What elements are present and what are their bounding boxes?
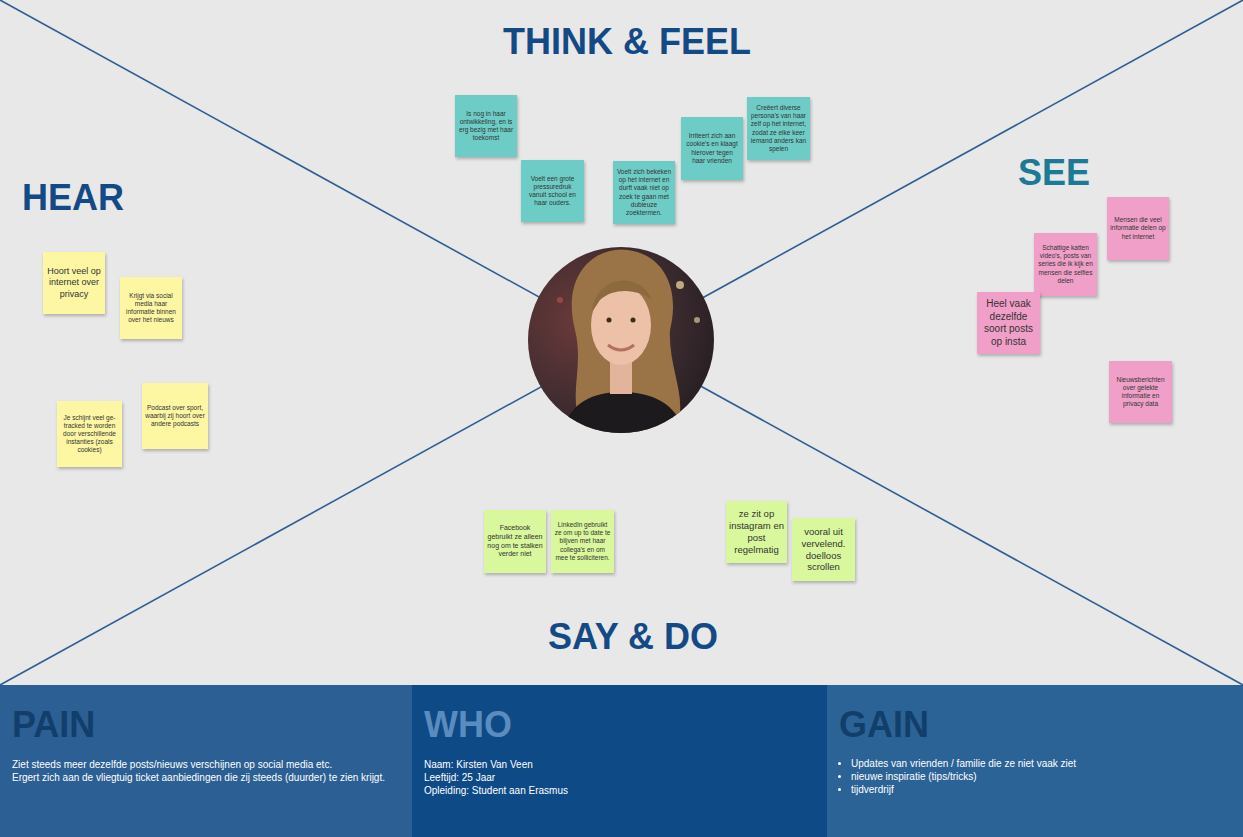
sticky-note: Voelt zich bekeken op het internet en du…	[613, 161, 675, 224]
panel-text: Ergert zich aan de vliegtuig ticket aanb…	[12, 771, 400, 784]
gain-list: Updates van vrienden / familie die ze ni…	[839, 757, 1231, 796]
gain-item: tijdverdrijf	[851, 783, 1231, 796]
panel-heading: PAIN	[12, 705, 400, 745]
sticky-note: Creëert diverse persona's van haar zelf …	[747, 97, 810, 160]
panel-text: Opleiding: Student aan Erasmus	[424, 784, 815, 797]
portrait-photo	[520, 240, 722, 442]
sticky-note: Je schijnt veel ge-tracked te worden doo…	[57, 401, 122, 467]
note-text: ze zit op instagram en post regelmatig	[729, 508, 784, 556]
note-text: Voelt een grote pressuredruk vanuit scho…	[524, 175, 581, 208]
note-text: Krijgt via social media haar informatie …	[123, 292, 179, 325]
note-text: Heel vaak dezelfde soort posts op insta	[980, 298, 1037, 348]
note-text: vooral uit vervelend. doelloos scrollen	[795, 526, 852, 574]
sticky-note: Irriteert zich aan cookie's en klaagt hi…	[681, 117, 743, 180]
info-panel: GAIN Updates van vrienden / familie die z…	[827, 685, 1243, 837]
quadrant-heading: THINK & FEEL	[503, 22, 751, 62]
panel-heading: WHO	[424, 705, 815, 745]
sticky-note: Is nog in haar ontwikkeling, en is erg b…	[455, 95, 517, 157]
note-text: Podcast over sport, waarbij zij hoort ov…	[145, 404, 205, 428]
note-text: Je schijnt veel ge-tracked te worden doo…	[60, 414, 119, 455]
sticky-note: Heel vaak dezelfde soort posts op insta	[977, 292, 1040, 354]
note-text: Mensen die veel informatie delen op het …	[1110, 216, 1166, 240]
note-text: Schattige katten video's, posts van seri…	[1037, 244, 1094, 285]
note-text: Creëert diverse persona's van haar zelf …	[750, 104, 807, 153]
note-text: LinkedIn gebruikt ze om up to date te bl…	[554, 521, 611, 562]
sticky-note: Hoort veel op internet over privacy	[43, 252, 105, 314]
sticky-note: Mensen die veel informatie delen op het …	[1107, 197, 1169, 260]
info-panel: WHO Naam: Kirsten Van VeenLeeftijd: 25 Ja…	[412, 685, 827, 837]
sticky-note: ze zit op instagram en post regelmatig	[726, 501, 787, 563]
note-text: Voelt zich bekeken op het internet en du…	[616, 168, 672, 217]
note-text: Hoort veel op internet over privacy	[46, 266, 102, 300]
gain-item: Updates van vrienden / familie die ze ni…	[851, 757, 1231, 770]
sticky-note: Facebook gebruikt ze alleen nog om te st…	[484, 510, 546, 573]
panel-text: Leeftijd: 25 Jaar	[424, 771, 815, 784]
panel-text: Ziet steeds meer dezelfde posts/nieuws v…	[12, 758, 400, 771]
sticky-note: vooral uit vervelend. doelloos scrollen	[792, 518, 855, 581]
quadrant-heading: SEE	[1018, 153, 1090, 193]
quadrant-heading: SAY & DO	[548, 617, 718, 657]
note-text: Is nog in haar ontwikkeling, en is erg b…	[458, 110, 514, 143]
sticky-note: Krijgt via social media haar informatie …	[120, 277, 182, 339]
sticky-note: Schattige katten video's, posts van seri…	[1034, 233, 1097, 296]
panel-text: Naam: Kirsten Van Veen	[424, 758, 815, 771]
panel-heading: GAIN	[839, 705, 1231, 745]
note-text: Nieuwsberichten over gelekte informatie …	[1112, 376, 1169, 409]
note-text: Irriteert zich aan cookie's en klaagt hi…	[684, 132, 740, 165]
sticky-note: Voelt een grote pressuredruk vanuit scho…	[521, 160, 584, 222]
quadrant-heading: HEAR	[22, 178, 124, 218]
info-panel: PAIN Ziet steeds meer dezelfde posts/nieu…	[0, 685, 412, 837]
sticky-note: LinkedIn gebruikt ze om up to date te bl…	[551, 510, 614, 573]
note-text: Facebook gebruikt ze alleen nog om te st…	[487, 524, 543, 559]
sticky-note: Nieuwsberichten over gelekte informatie …	[1109, 361, 1172, 423]
gain-item: nieuwe inspiratie (tips/tricks)	[851, 770, 1231, 783]
sticky-note: Podcast over sport, waarbij zij hoort ov…	[142, 383, 208, 449]
